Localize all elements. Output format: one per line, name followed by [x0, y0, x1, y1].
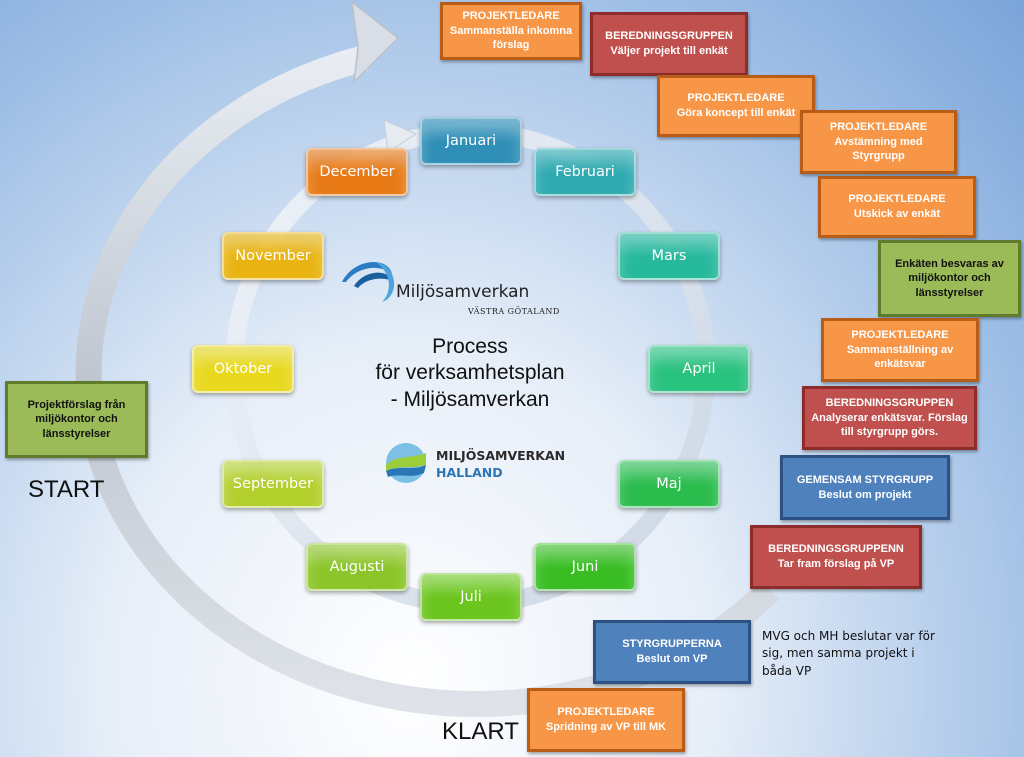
process-step-title: BEREDNINGSGRUPPEN	[605, 30, 733, 43]
inner-cycle-arrow-head	[383, 119, 418, 153]
month-maj: Maj	[618, 460, 720, 508]
logo-halland-line-2: HALLAND	[436, 465, 503, 480]
process-step-text: Analyserar enkätsvar. Förslag till styrg…	[811, 411, 968, 439]
process-step-3: PROJEKTLEDARE Göra koncept till enkät	[657, 75, 815, 137]
wave-swirl-logo-icon	[342, 262, 395, 302]
month-april: April	[648, 345, 750, 393]
month-juli: Juli	[420, 573, 522, 621]
process-step-title: BEREDNINGSGRUPPENN	[768, 543, 904, 556]
month-januari: Januari	[420, 117, 522, 165]
month-februari: Februari	[534, 148, 636, 196]
outer-cycle-arrow-head	[351, 0, 400, 85]
month-oktober: Oktober	[192, 345, 294, 393]
process-step-text: Utskick av enkät	[853, 208, 941, 220]
halland-landscape-logo-icon	[386, 443, 426, 483]
process-step-title: PROJEKTLEDARE	[829, 121, 928, 134]
process-step-text: Göra koncept till enkät	[676, 107, 796, 119]
process-step-text: Avstämning med Styrgrupp	[834, 135, 923, 163]
process-step-title: PROJEKTLEDARE	[462, 10, 560, 23]
start-box: Projektförslag från miljökontor och läns…	[5, 381, 148, 458]
process-step-text: Sammanställa inkomna förslag	[449, 24, 573, 52]
month-september: September	[222, 460, 324, 508]
logo-vastra-subtitle: VÄSTRA GÖTALAND	[468, 307, 560, 316]
month-augusti: Augusti	[306, 543, 408, 591]
process-step-title: PROJEKTLEDARE	[687, 92, 785, 105]
logo-vastra-name: Miljösamverkan	[396, 282, 530, 302]
process-step-text: Beslut om VP	[636, 653, 708, 665]
process-step-title: GEMENSAM STYRGRUPP	[796, 473, 934, 486]
process-step-text: Tar fram förslag på VP	[777, 558, 895, 570]
process-step-2: BEREDNINGSGRUPPEN Väljer projekt till enk…	[590, 12, 748, 76]
logo-miljosamverkan-halland: MILJÖSAMVERKAN HALLAND	[384, 441, 574, 487]
process-step-text: Sammanställning av enkätsvar	[846, 343, 954, 371]
process-step-text: Beslut om projekt	[818, 488, 912, 501]
process-step-title: PROJEKTLEDARE	[851, 329, 949, 342]
done-label: KLART	[442, 718, 519, 745]
process-step-title: STYRGRUPPERNA	[622, 638, 722, 651]
logo-miljosamverkan-vastra-gotaland: Miljösamverkan VÄSTRA GÖTALAND	[336, 256, 566, 318]
center-title-line-1: Process	[432, 335, 508, 358]
process-step-5: PROJEKTLEDARE Utskick av enkät	[818, 176, 976, 238]
month-november: November	[222, 232, 324, 280]
process-step-11: STYRGRUPPERNA Beslut om VP	[593, 620, 751, 684]
process-step-title: BEREDNINGSGRUPPEN	[825, 397, 954, 410]
decision-note: MVG och MH beslutar var för sig, men sam…	[762, 629, 935, 678]
center-title-line-3: - Miljösamverkan	[390, 387, 550, 411]
process-step-text: Spridning av VP till MK	[545, 721, 667, 733]
center-title-line-2: för verksamhetsplan	[375, 361, 565, 385]
process-step-text: Enkäten besvaras av miljökontor och läns…	[895, 257, 1004, 299]
logo-halland-line-1: MILJÖSAMVERKAN	[436, 448, 566, 463]
month-december: December	[306, 148, 408, 196]
month-juni: Juni	[534, 543, 636, 591]
process-step-10: BEREDNINGSGRUPPENN Tar fram förslag på VP	[750, 525, 922, 589]
process-step-12: PROJEKTLEDARE Spridning av VP till MK	[527, 688, 685, 752]
process-step-9: GEMENSAM STYRGRUPP Beslut om projekt	[780, 455, 950, 520]
process-step-title: PROJEKTLEDARE	[848, 193, 946, 206]
process-step-6: Enkäten besvaras av miljökontor och läns…	[878, 240, 1021, 317]
process-step-title: PROJEKTLEDARE	[557, 706, 655, 719]
start-box-text: Projektförslag från miljökontor och läns…	[27, 398, 126, 440]
month-mars: Mars	[618, 232, 720, 280]
start-label: START	[28, 476, 105, 503]
center-title: Process för verksamhetsplan - Miljösamve…	[340, 334, 600, 413]
process-step-text: Väljer projekt till enkät	[610, 45, 728, 57]
